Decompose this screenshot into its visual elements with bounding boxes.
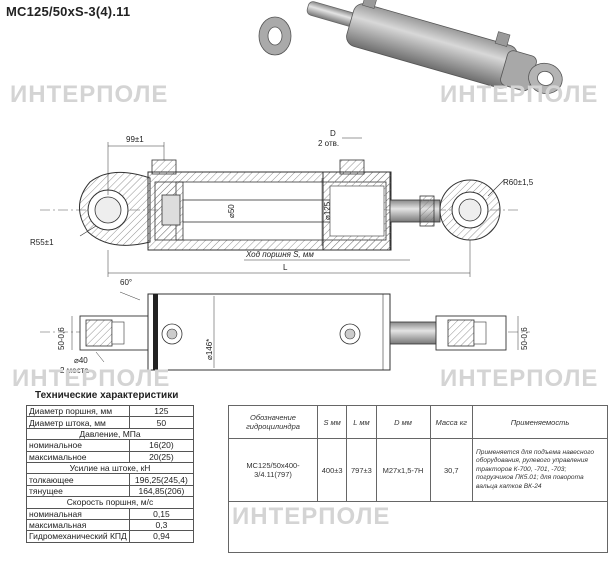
dim-r60: R60±1,5 <box>503 178 534 187</box>
cell-d: М27х1,5-7Н <box>375 438 431 502</box>
watermark-4: ИНТЕРПОЛЕ <box>440 365 598 392</box>
col-usage: Применяемость <box>472 405 608 439</box>
dim-40: ⌀40 <box>74 356 88 365</box>
top-view-dimensions: 60° ⌀146* 50-0,6 50-0,6 ⌀40 2 места <box>57 278 529 375</box>
top-view <box>40 293 530 371</box>
watermark-2: ИНТЕРПОЛЕ <box>440 81 598 108</box>
dim-d146: ⌀146* <box>205 339 214 360</box>
specs-value: 50 <box>128 416 195 429</box>
specs-value: 164,85(206) <box>128 484 195 498</box>
specs-value: 16(20) <box>128 439 195 452</box>
col-s: S мм <box>316 405 348 439</box>
col-d: D мм <box>375 405 431 439</box>
dim-2places: 2 места <box>60 366 89 375</box>
section-dimensions: 99±1 D 2 отв. R60±1,5 ⌀50 ⌀125 R55±1 Ход… <box>30 129 534 277</box>
dim-stroke: Ход поршня S, мм <box>245 250 314 259</box>
specs-section-row: Скорость поршня, м/с <box>26 496 194 509</box>
model-header-row: Обозначение гидроцилиндра S мм L мм D мм… <box>228 405 608 439</box>
specs-heading: Технические характеристики <box>35 390 179 401</box>
dim-50-right: 50-0,6 <box>520 327 529 350</box>
specs-value: 125 <box>128 404 195 418</box>
specs-section-row: Давление, МПа <box>26 427 194 441</box>
specs-section-header: Скорость поршня, м/с <box>26 496 194 509</box>
page-title: МС125/50хS-3(4).11 <box>6 4 131 19</box>
empty-cell <box>228 501 608 553</box>
specs-label: Гидромеханический КПД <box>26 530 130 543</box>
dim-r55: R55±1 <box>30 238 54 247</box>
specs-label: Диаметр штока, мм <box>26 416 130 429</box>
dim-60deg: 60° <box>120 278 132 287</box>
specs-label: максимальная <box>26 518 130 532</box>
cell-mass: 30,7 <box>429 438 474 502</box>
watermark-3: ИНТЕРПОЛЕ <box>12 365 170 392</box>
dim-d50: ⌀50 <box>227 204 236 218</box>
col-mass: Масса кг <box>429 405 474 439</box>
cell-s: 400±3 <box>316 438 348 502</box>
col-l: L мм <box>346 405 377 439</box>
dim-l: L <box>283 263 288 272</box>
section-view <box>40 159 520 251</box>
model-empty-row <box>228 501 608 553</box>
specs-label: максимальное <box>26 450 130 463</box>
dim-50-left: 50-0,6 <box>57 327 66 350</box>
dim-d: D <box>330 129 336 138</box>
specs-value: 0,94 <box>128 530 195 543</box>
specs-value: 0,3 <box>128 518 195 532</box>
specs-label: Диаметр поршня, мм <box>26 404 130 418</box>
specs-section-row: Усилие на штоке, кН <box>26 461 194 475</box>
specs-value: 0,15 <box>128 507 195 520</box>
cell-usage: Применяется для подъема навесного оборуд… <box>472 438 608 502</box>
model-data-row: МС125/50х400-3/4.11(797) 400±3 797±3 М27… <box>228 438 608 502</box>
specs-label: тянущее <box>26 484 130 498</box>
cell-designation: МС125/50х400-3/4.11(797) <box>228 438 318 502</box>
col-designation: Обозначение гидроцилиндра <box>228 405 318 439</box>
cell-l: 797±3 <box>346 438 377 502</box>
specs-label: номинальная <box>26 507 130 520</box>
specs-label: толкающее <box>26 473 130 486</box>
specs-label: номинальное <box>26 439 130 452</box>
model-table: Обозначение гидроцилиндра S мм L мм D мм… <box>228 405 608 553</box>
cylinder-3d-render <box>258 0 563 94</box>
specs-section-header: Давление, МПа <box>26 427 194 441</box>
dim-2holes: 2 отв. <box>318 139 339 148</box>
specs-value: 196,25(245,4) <box>128 473 195 486</box>
specs-value: 20(25) <box>128 450 195 463</box>
dim-d125: ⌀125 <box>323 201 332 220</box>
watermark-1: ИНТЕРПОЛЕ <box>10 81 168 108</box>
specs-section-header: Усилие на штоке, кН <box>26 461 194 475</box>
dim-99: 99±1 <box>126 135 144 144</box>
